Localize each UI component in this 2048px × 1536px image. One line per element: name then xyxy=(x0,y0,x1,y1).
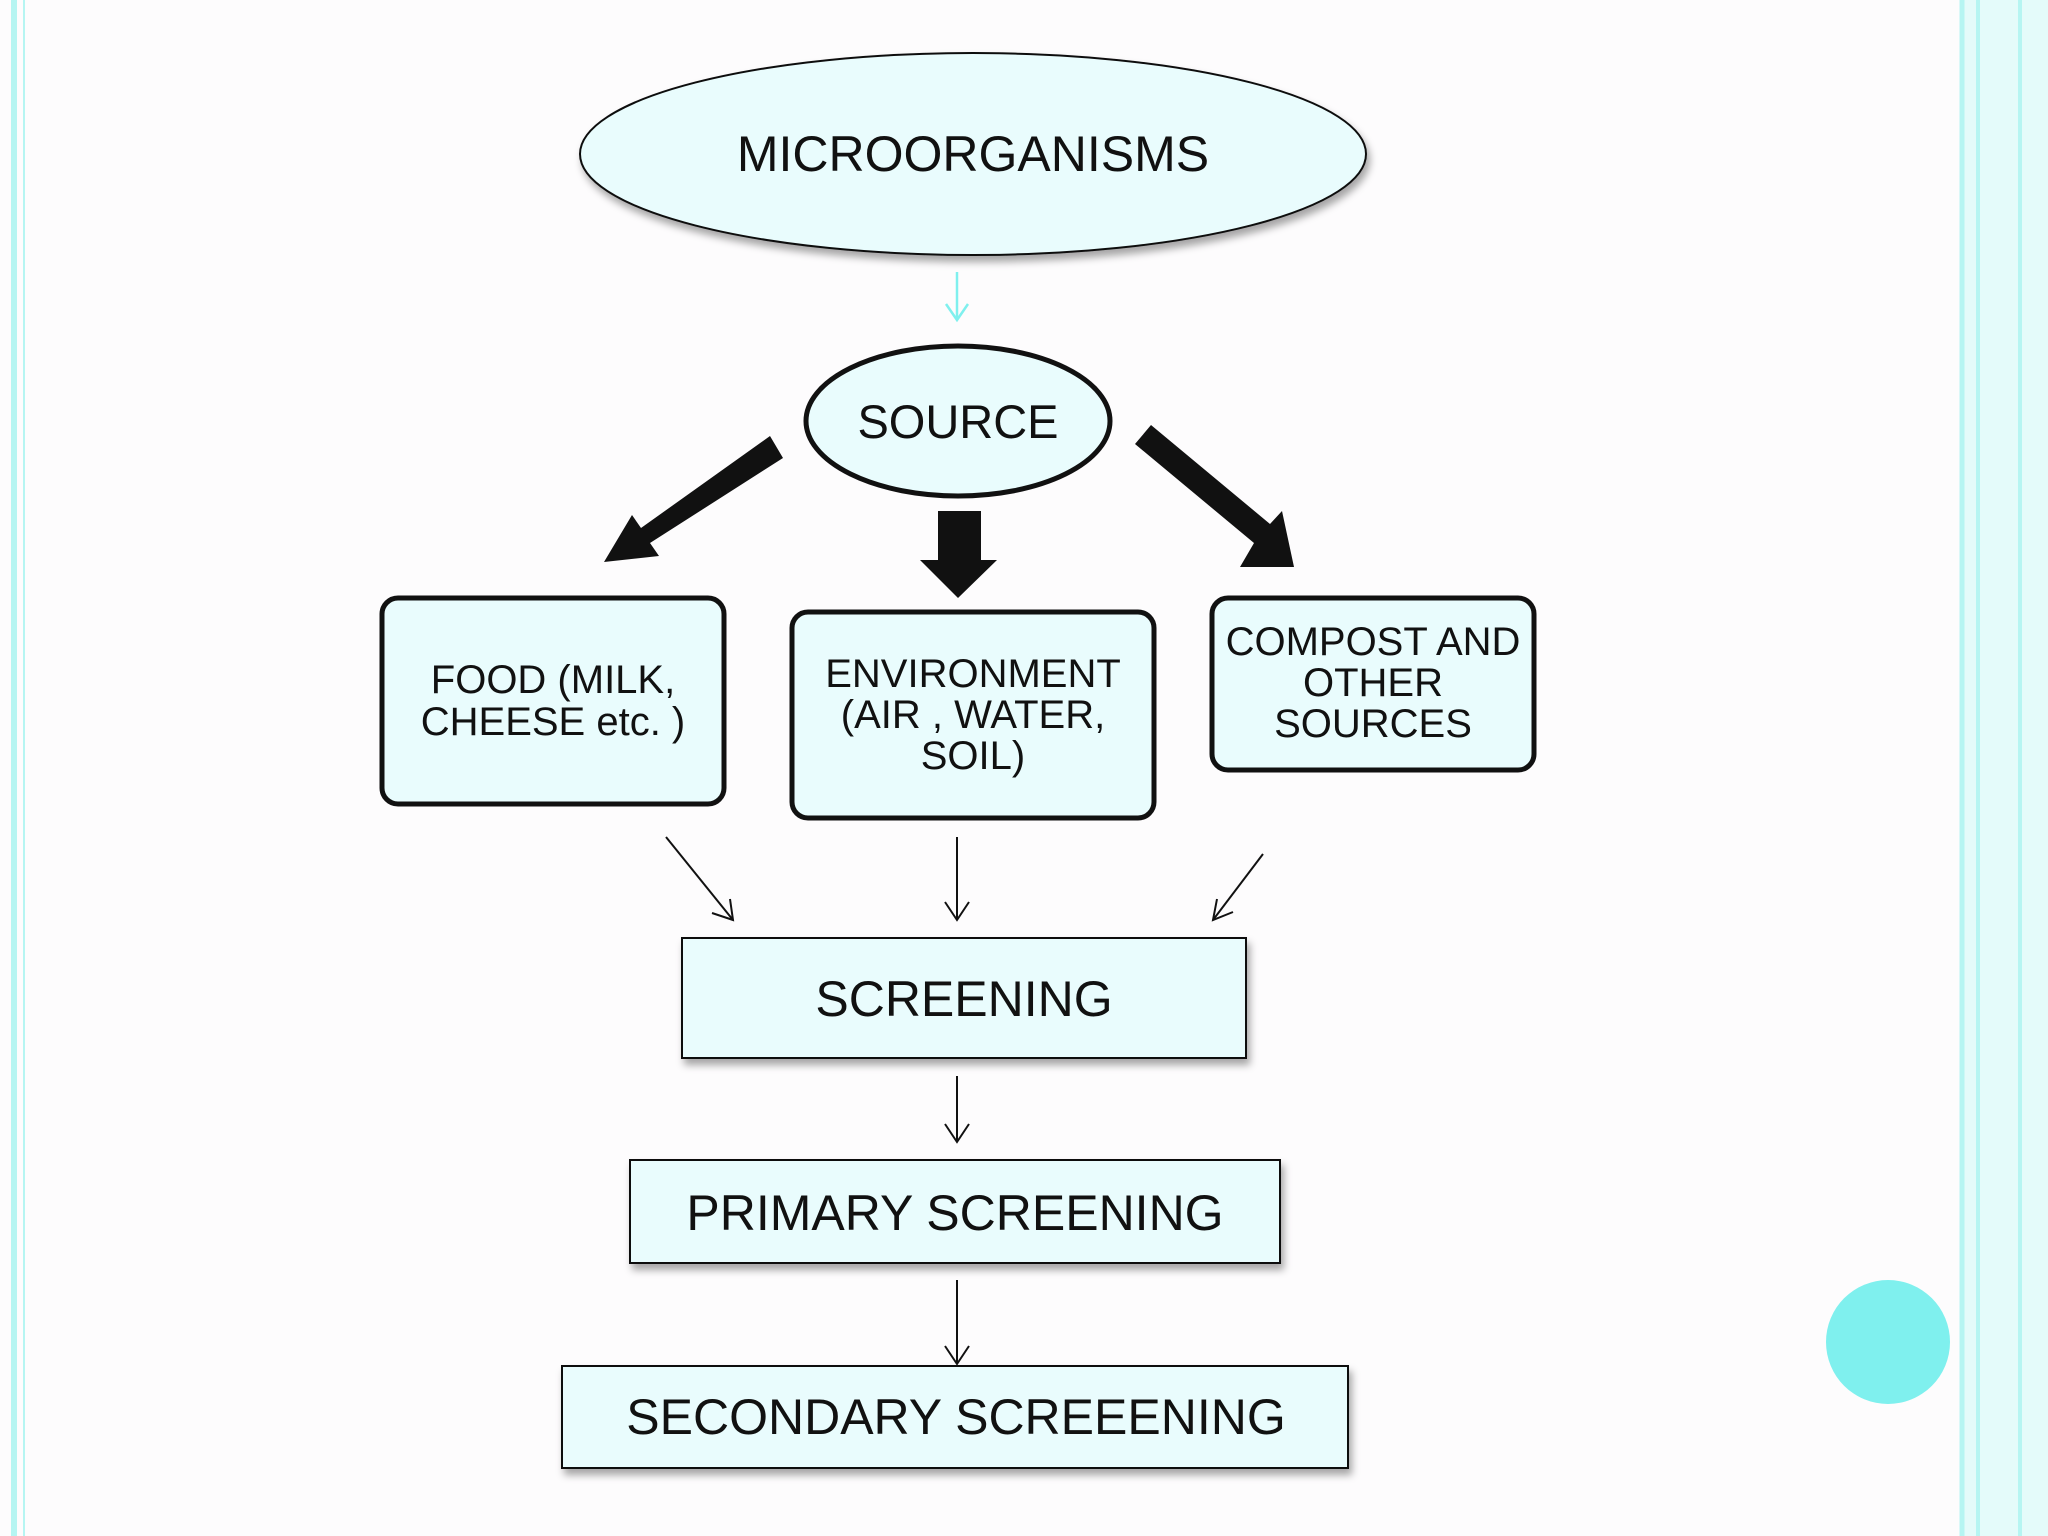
node-food-line-2: CHEESE etc. ) xyxy=(421,700,686,744)
arrow-screening-to-primary xyxy=(944,1076,970,1144)
node-compost: COMPOST AND OTHER SOURCES xyxy=(1209,595,1537,773)
arrow-food-to-screening xyxy=(665,836,735,922)
node-secondary-screening: SECONDARY SCREEENING xyxy=(561,1365,1349,1469)
node-primary-screening: PRIMARY SCREENING xyxy=(629,1159,1281,1264)
node-environment-line-3: SOIL) xyxy=(921,734,1025,778)
node-food-line-1: FOOD (MILK, xyxy=(431,658,675,702)
right-frame-bar xyxy=(1962,0,2048,1536)
node-compost-line-1: COMPOST AND xyxy=(1226,620,1521,664)
node-microorganisms: MICROORGANISMS xyxy=(579,52,1367,256)
node-source: SOURCE xyxy=(803,343,1113,499)
arrow-primary-to-secondary xyxy=(944,1280,970,1366)
block-arrow-left xyxy=(604,436,783,562)
node-source-label: SOURCE xyxy=(857,395,1058,448)
node-food: FOOD (MILK, CHEESE etc. ) xyxy=(379,595,727,807)
node-secondary-screening-label: SECONDARY SCREEENING xyxy=(626,1389,1285,1445)
node-environment-line-1: ENVIRONMENT xyxy=(825,652,1121,696)
block-arrow-down xyxy=(920,511,997,598)
node-primary-screening-label: PRIMARY SCREENING xyxy=(686,1185,1223,1241)
arrow-compost-to-screening xyxy=(1211,853,1264,922)
arrow-environment-to-screening xyxy=(944,837,970,922)
block-arrow-right xyxy=(1135,425,1294,567)
arrow-microorganisms-to-source xyxy=(944,272,970,323)
node-screening: SCREENING xyxy=(681,937,1247,1059)
accent-circle xyxy=(1826,1280,1950,1404)
node-microorganisms-label: MICROORGANISMS xyxy=(737,126,1209,182)
node-environment: ENVIRONMENT (AIR , WATER, SOIL) xyxy=(789,609,1157,821)
node-compost-line-3: SOURCES xyxy=(1274,702,1472,746)
node-screening-label: SCREENING xyxy=(815,971,1112,1027)
node-compost-line-2: OTHER xyxy=(1303,661,1443,705)
node-environment-line-2: (AIR , WATER, xyxy=(841,693,1105,737)
